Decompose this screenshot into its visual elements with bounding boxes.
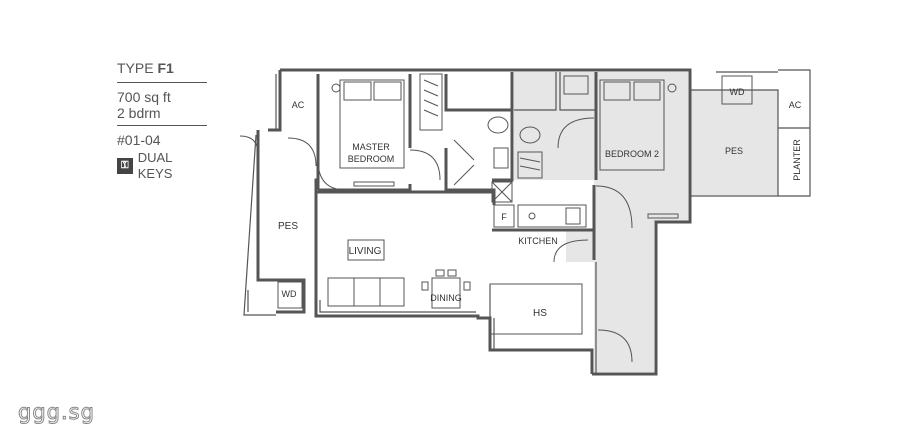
dual-key-shaded-area	[514, 72, 778, 372]
bedroom2-wardrobe	[517, 151, 543, 179]
dining-table	[431, 277, 461, 309]
basin-master	[493, 147, 509, 169]
label-kitchen: KITCHEN	[518, 236, 558, 246]
unit-bedrooms: 2 bdrm	[117, 105, 161, 121]
unit-type-prefix: TYPE	[117, 60, 154, 76]
dual-keys: ⚿ DUAL KEYS	[117, 150, 209, 182]
kitchen-counter	[517, 204, 587, 228]
unit-numbers: #01-04	[117, 132, 161, 148]
label-fridge: F	[501, 212, 507, 222]
unit-info-panel: TYPE F1 700 sq ft 2 bdrm #01-04 ⚿ DUAL K…	[117, 60, 209, 182]
label-pes-left: PES	[278, 221, 298, 232]
divider	[117, 82, 207, 83]
washer-right	[721, 75, 753, 105]
household-shelter	[489, 283, 583, 335]
basin-bedroom2	[563, 75, 589, 95]
master-wardrobe	[419, 73, 443, 131]
label-pes-right: PES	[725, 146, 743, 156]
walls	[256, 68, 692, 376]
furniture	[277, 73, 753, 335]
toilet-master	[487, 116, 509, 134]
divider	[117, 125, 207, 126]
master-bed	[339, 79, 405, 169]
living-label-box	[347, 239, 385, 261]
label-master-line2: BEDROOM	[348, 154, 395, 164]
label-living: LIVING	[349, 246, 382, 257]
label-dining: DINING	[430, 293, 462, 303]
label-ac-left: AC	[292, 100, 305, 110]
label-bedroom2: BEDROOM 2	[605, 149, 659, 159]
bedroom2-bed	[599, 79, 665, 171]
label-planter: PLANTER	[792, 139, 802, 181]
doors	[239, 117, 633, 363]
fridge	[493, 204, 515, 228]
room-labels: AC MASTER BEDROOM PES WD LIVING DINING F…	[278, 87, 802, 319]
label-wd-right: WD	[730, 87, 745, 97]
unit-type: TYPE F1	[117, 60, 209, 76]
toilet-bedroom2	[519, 126, 541, 144]
unit-type-code: F1	[157, 60, 174, 76]
label-hs: HS	[533, 308, 547, 319]
label-wd-left: WD	[282, 289, 297, 299]
watermark: ggg.sg	[18, 400, 95, 425]
dual-keys-label: DUAL KEYS	[137, 150, 173, 181]
sofa	[327, 277, 405, 307]
label-master-line1: MASTER	[352, 142, 390, 152]
label-ac-right: AC	[789, 100, 802, 110]
unit-area: 700 sq ft	[117, 89, 171, 105]
washer-left	[277, 281, 303, 309]
thin-walls	[243, 69, 811, 374]
key-icon: ⚿	[117, 158, 133, 174]
